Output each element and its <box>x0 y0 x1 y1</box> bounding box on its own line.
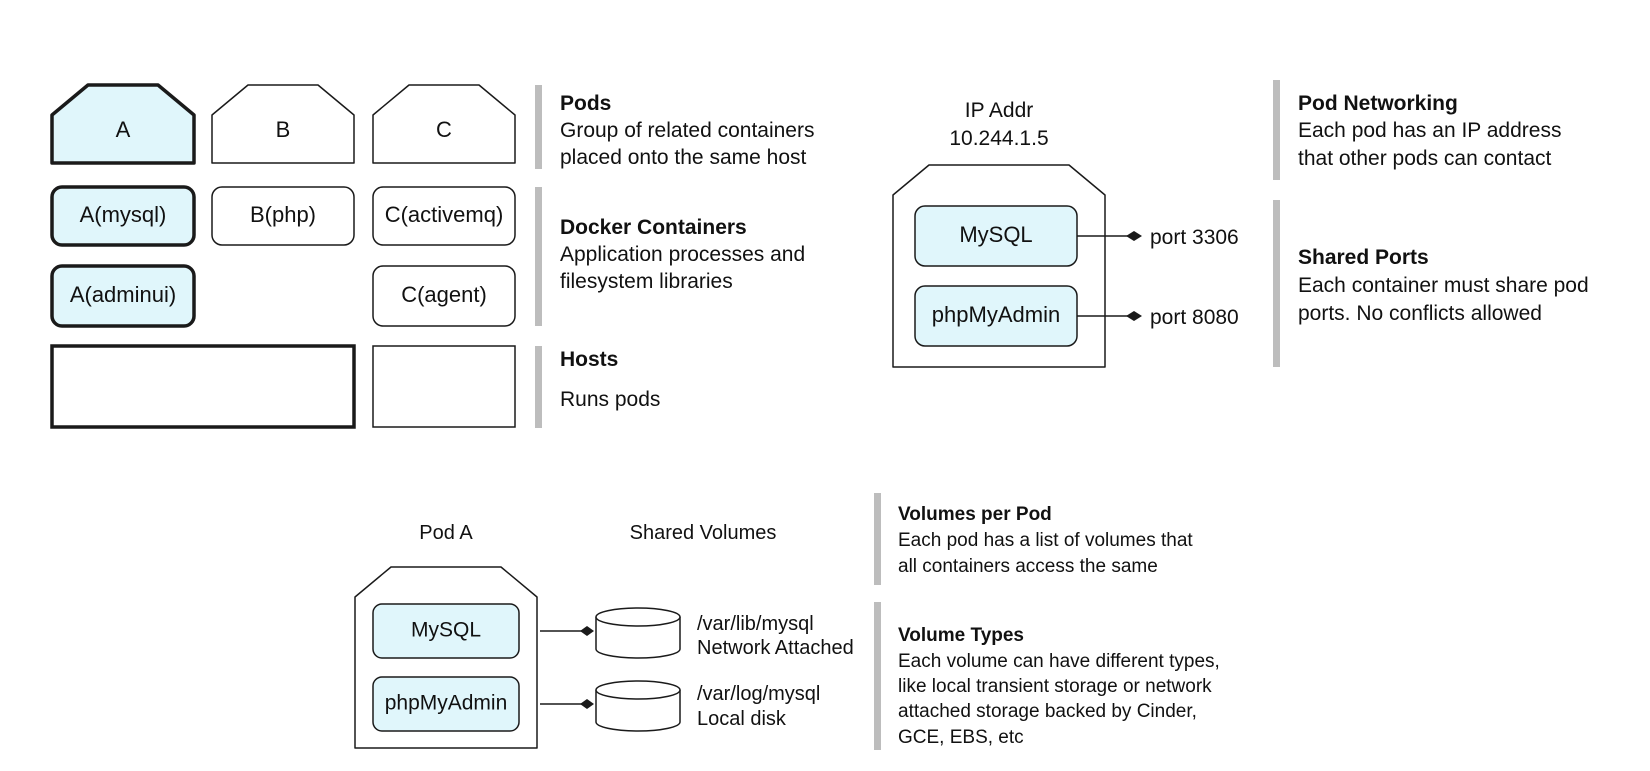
volumes-panel: Pod A Shared Volumes MySQL phpMyAdmin <box>354 493 1220 750</box>
volume-2-type: Local disk <box>697 708 787 730</box>
volume-2-disk-icon <box>595 680 681 732</box>
container-a-mysql: A(mysql) <box>50 185 196 247</box>
docker-desc-line-2: filesystem libraries <box>560 270 733 293</box>
pod-a-volumes-label: Pod A <box>419 522 473 544</box>
container-c-activemq-label: C(activemq) <box>385 202 504 227</box>
pod-networking-desc-line-2: that other pods can contact <box>1298 147 1551 170</box>
shared-ports-title: Shared Ports <box>1298 246 1429 269</box>
separator-bar-volumes-per-pod <box>874 493 881 585</box>
container-a-adminui-label: A(adminui) <box>70 282 176 307</box>
volume-1-path: /var/lib/mysql <box>697 613 814 635</box>
pod-c-label: C <box>436 117 452 142</box>
network-container-phpmyadmin: phpMyAdmin <box>914 285 1078 347</box>
volume-1-connector <box>540 626 594 636</box>
volume-1-diamond <box>580 626 594 636</box>
separator-bar-pods <box>535 85 542 169</box>
pod-networking-title: Pod Networking <box>1298 92 1458 115</box>
network-container-mysql: MySQL <box>914 205 1078 267</box>
volume-types-desc-line-2: like local transient storage or network <box>898 676 1212 697</box>
volume-types-desc-line-1: Each volume can have different types, <box>898 651 1220 672</box>
volumes-per-pod-title: Volumes per Pod <box>898 504 1052 525</box>
separator-bar-docker <box>535 187 542 326</box>
host-1 <box>50 344 356 429</box>
volume-2-connector <box>540 699 594 709</box>
volume-types-desc-line-3: attached storage backed by Cinder, <box>898 701 1197 722</box>
port-3306-label: port 3306 <box>1150 226 1239 249</box>
pods-title: Pods <box>560 92 611 115</box>
separator-bar-pod-networking <box>1273 80 1280 180</box>
container-c-activemq: C(activemq) <box>372 186 516 246</box>
volume-types-desc-line-4: GCE, EBS, etc <box>898 727 1024 748</box>
pod-a-shape <box>50 83 196 165</box>
hosts-desc-line-1: Runs pods <box>560 388 660 411</box>
pod-networking-desc-line-1: Each pod has an IP address <box>1298 119 1561 142</box>
container-a-adminui: A(adminui) <box>50 264 196 328</box>
pods-desc-line-2: placed onto the same host <box>560 146 806 169</box>
pod-a-label: A <box>116 117 131 142</box>
volumes-phpmyadmin-label: phpMyAdmin <box>385 692 508 715</box>
host-2 <box>372 345 516 428</box>
volumes-per-pod-desc-line-2: all containers access the same <box>898 556 1158 577</box>
ip-addr-label: IP Addr <box>965 99 1034 122</box>
container-b-php: B(php) <box>211 186 355 246</box>
docker-desc-line-1: Application processes and <box>560 243 805 266</box>
ip-addr-value: 10.244.1.5 <box>949 127 1048 150</box>
pod-c-shape <box>372 84 516 164</box>
pod-c: C <box>372 84 516 164</box>
volumes-container-phpmyadmin: phpMyAdmin <box>372 676 520 732</box>
volume-types-title: Volume Types <box>898 625 1024 646</box>
separator-bar-shared-ports <box>1273 200 1280 367</box>
volumes-per-pod-desc-line-1: Each pod has a list of volumes that <box>898 530 1193 551</box>
separator-bar-hosts <box>535 346 542 428</box>
pod-b-shape <box>211 84 355 164</box>
pod-networking-panel: IP Addr 10.244.1.5 MySQL phpMyAdmin port… <box>892 80 1589 368</box>
pod-a: A <box>50 83 196 165</box>
shared-ports-desc-line-2: ports. No conflicts allowed <box>1298 302 1542 325</box>
container-a-mysql-label: A(mysql) <box>80 202 167 227</box>
port-8080-label: port 8080 <box>1150 306 1239 329</box>
volumes-container-mysql: MySQL <box>372 603 520 659</box>
port-8080-connector <box>1077 311 1142 321</box>
pods-desc-line-1: Group of related containers <box>560 119 814 142</box>
volume-2-path: /var/log/mysql <box>697 683 820 705</box>
separator-bar-volume-types <box>874 602 881 750</box>
shared-volumes-label: Shared Volumes <box>630 522 777 544</box>
pod-b-label: B <box>276 117 291 142</box>
container-c-agent: C(agent) <box>372 265 516 327</box>
docker-containers-title: Docker Containers <box>560 216 747 239</box>
port-3306-connector <box>1077 231 1142 241</box>
pods-hosts-panel: A B C A(mysql) B(php) C(activemq) A(admi <box>50 83 814 429</box>
container-b-php-label: B(php) <box>250 202 316 227</box>
pod-b: B <box>211 84 355 164</box>
hosts-title: Hosts <box>560 348 618 371</box>
volume-1-disk-icon <box>595 607 681 659</box>
port-3306-diamond <box>1126 231 1142 241</box>
container-c-agent-label: C(agent) <box>401 282 487 307</box>
network-phpmyadmin-label: phpMyAdmin <box>932 302 1060 327</box>
network-mysql-label: MySQL <box>959 222 1032 247</box>
volume-1-type: Network Attached <box>697 637 854 659</box>
shared-ports-desc-line-1: Each container must share pod <box>1298 274 1589 297</box>
volumes-mysql-label: MySQL <box>411 619 481 642</box>
volume-2-diamond <box>580 699 594 709</box>
port-8080-diamond <box>1126 311 1142 321</box>
